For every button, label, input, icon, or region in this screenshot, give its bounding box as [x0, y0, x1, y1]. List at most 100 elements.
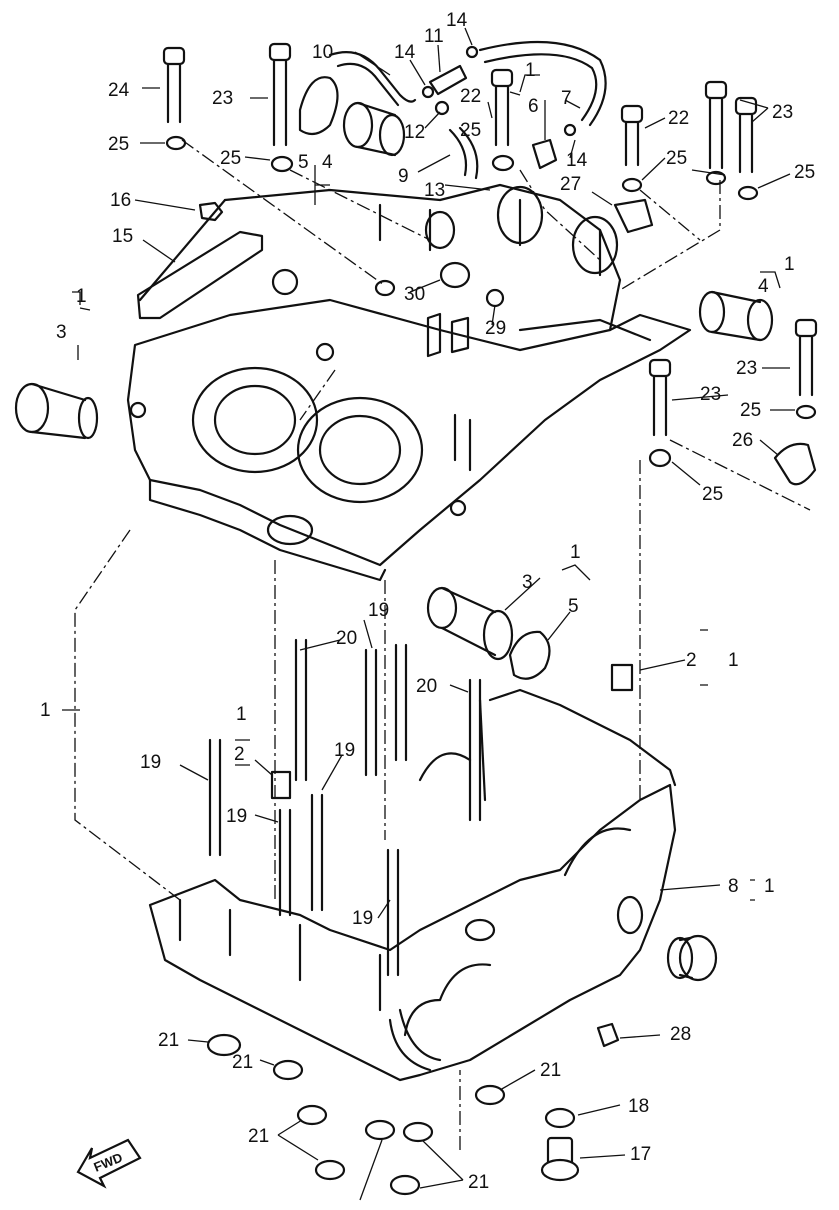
part-18-washer [544, 1107, 576, 1129]
callout-11: 11 [424, 26, 444, 47]
callout-20: 20 [336, 628, 357, 649]
part-4-bushing-upper [342, 101, 406, 157]
part-3-bearing-middle [426, 586, 514, 661]
callout-19: 19 [140, 752, 161, 773]
part-30 [439, 261, 471, 289]
lower-crankcase [148, 688, 677, 1082]
callout-8: 8 [728, 876, 739, 897]
part-23-bolt-b [704, 80, 728, 170]
callout-28: 28 [670, 1024, 691, 1045]
part-28 [596, 1022, 620, 1048]
part-27 [613, 198, 654, 234]
callout-1: 1 [784, 254, 795, 275]
callout-21: 21 [540, 1060, 561, 1081]
upper-crankcase [126, 183, 692, 582]
alignment-lines [74, 139, 811, 1150]
callout-2: 2 [686, 650, 697, 671]
callout-14: 14 [566, 150, 588, 171]
callout-7: 7 [561, 88, 572, 109]
callout-13: 13 [424, 180, 445, 201]
callout-1: 1 [40, 700, 51, 721]
callout-14: 14 [446, 10, 468, 31]
part-9-hose [448, 126, 479, 180]
callout-25: 25 [666, 148, 687, 169]
part-7-hose [478, 40, 607, 127]
callout-3: 3 [56, 322, 67, 343]
callout-1: 1 [728, 650, 739, 671]
part-16-screw [198, 201, 224, 222]
callout-10: 10 [312, 42, 333, 63]
callout-27: 27 [560, 174, 581, 195]
callout-5: 5 [568, 596, 579, 617]
callout-23: 23 [736, 358, 757, 379]
part-3-bearing-left [14, 382, 99, 440]
part-14-clamp-b [465, 45, 479, 59]
part-14-clamp-c [563, 123, 577, 137]
callout-17: 17 [630, 1144, 651, 1165]
callout-16: 16 [110, 190, 131, 211]
part-10-hose-inner [336, 62, 400, 107]
fwd-arrow-icon: FWD [76, 1138, 142, 1189]
part-23-bolt-d [794, 318, 818, 397]
callout-1: 1 [236, 704, 247, 725]
callout-26: 26 [732, 430, 753, 451]
callout-29: 29 [485, 318, 506, 339]
callout-25: 25 [794, 162, 815, 183]
dowel-pins [426, 312, 470, 358]
callout-1: 1 [76, 286, 87, 307]
part-15-bracket [136, 230, 264, 320]
callout-4: 4 [322, 152, 333, 173]
callout-20: 20 [416, 676, 437, 697]
callout-30: 30 [404, 284, 425, 305]
callout-21: 21 [158, 1030, 179, 1051]
callout-22: 22 [668, 108, 689, 129]
callout-5: 5 [298, 152, 309, 173]
part-23-bolt-c [734, 96, 758, 174]
part-29 [485, 288, 505, 308]
callout-25: 25 [460, 120, 481, 141]
callout-15: 15 [112, 226, 133, 247]
callout-19: 19 [368, 600, 389, 621]
callout-19: 19 [352, 908, 373, 929]
callout-25: 25 [108, 134, 129, 155]
part-2-dowel-left [270, 770, 292, 800]
callout-1: 1 [525, 60, 536, 81]
part-11-fitting [428, 64, 468, 96]
part-5-plate-middle [508, 630, 551, 680]
part-25-washers [165, 135, 817, 468]
part-6-fitting [531, 138, 558, 170]
part-17-plug [540, 1136, 580, 1182]
callout-21: 21 [232, 1052, 253, 1073]
callout-23: 23 [700, 384, 721, 405]
callout-25: 25 [220, 148, 241, 169]
part-23-bolt-a [268, 42, 292, 147]
part-23-bolt-e [648, 358, 672, 437]
callout-labels: 24 23 10 14 11 14 1 22 6 7 23 25 25 5 4 … [40, 10, 815, 1193]
part-10-hose [328, 51, 417, 103]
part-14-clamp-a [421, 85, 435, 99]
part-22-bolt-a [490, 68, 514, 147]
part-12-ring [434, 100, 450, 116]
part-21-plugs [206, 1033, 506, 1196]
callout-4: 4 [758, 276, 769, 297]
part-5-plate-upper [298, 76, 339, 136]
callout-24: 24 [108, 80, 130, 101]
part-boss [271, 268, 299, 296]
leader-lines [62, 27, 795, 1201]
callout-25: 25 [702, 484, 723, 505]
callout-6: 6 [528, 96, 539, 117]
callout-3: 3 [522, 572, 533, 593]
part-7-hose-inner [483, 53, 598, 122]
part-2-dowel-right [610, 663, 634, 692]
part-22-bolt-b [620, 104, 644, 167]
callout-18: 18 [628, 1096, 649, 1117]
callout-23: 23 [772, 102, 793, 123]
part-8-bushing [666, 934, 718, 982]
callout-21: 21 [248, 1126, 269, 1147]
callout-25: 25 [740, 400, 761, 421]
callout-23: 23 [212, 88, 233, 109]
callout-12: 12 [404, 122, 425, 143]
callout-21: 21 [468, 1172, 489, 1193]
